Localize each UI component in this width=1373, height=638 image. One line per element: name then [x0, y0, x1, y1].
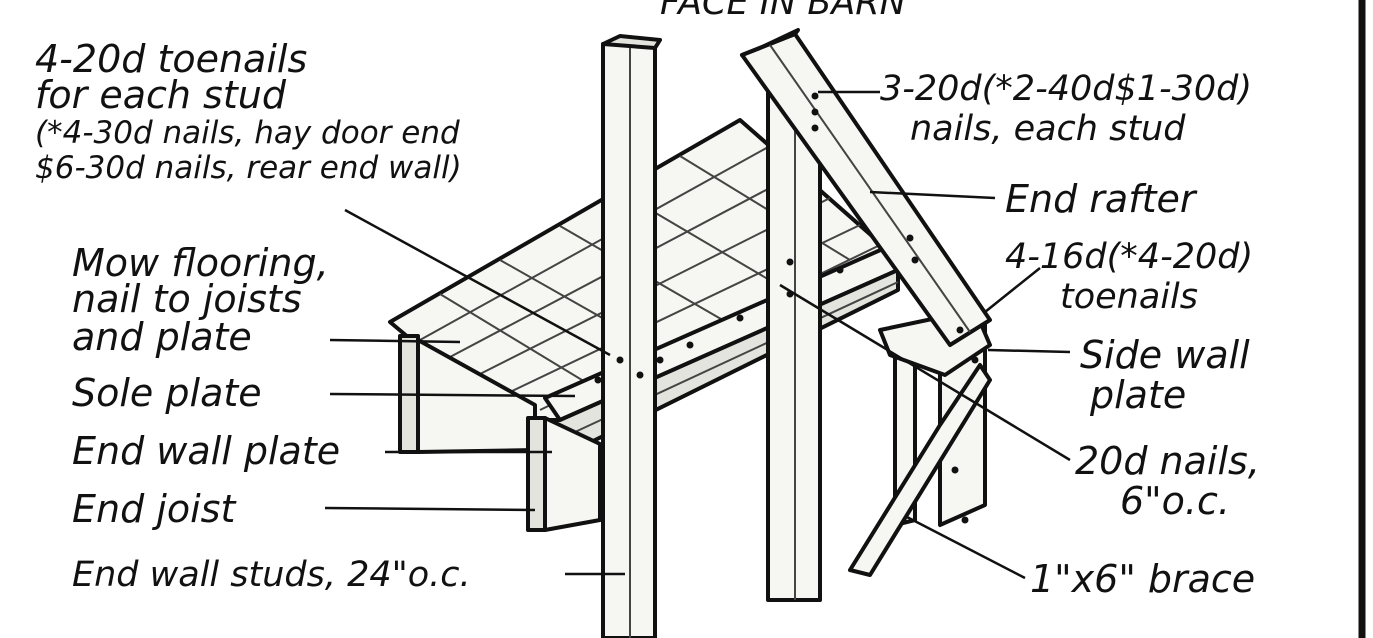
- header-title: FACE IN BARN: [660, 0, 906, 23]
- label-end-rafter: End rafter: [1005, 177, 1198, 221]
- svg-text:20d nails,: 20d nails,: [1075, 439, 1260, 483]
- label-nails-oc: 20d nails, 6"o.c.: [1075, 439, 1260, 523]
- svg-text:nail to joists: nail to joists: [72, 277, 302, 321]
- svg-text:$6-30d nails, rear end wall): $6-30d nails, rear end wall): [35, 150, 462, 186]
- label-brace: 1"x6" brace: [1030, 557, 1255, 601]
- svg-text:for each stud: for each stud: [35, 73, 287, 117]
- svg-text:nails, each stud: nails, each stud: [910, 109, 1186, 149]
- label-side-wall-plate: Side wall plate: [1080, 333, 1250, 417]
- label-sole-plate: Sole plate: [72, 371, 262, 415]
- label-toenails-16d: 4-16d(*4-20d) toenails: [1005, 237, 1253, 317]
- svg-text:plate: plate: [1089, 373, 1186, 417]
- left-stud-top: [601, 34, 662, 50]
- leader-lines: [324, 90, 1071, 580]
- svg-text:toenails: toenails: [1060, 277, 1198, 317]
- framing-drawing: [388, 28, 992, 638]
- end-joist-face: [543, 416, 602, 532]
- label-mow-flooring: Mow flooring, nail to joists and plate: [72, 241, 329, 359]
- svg-text:and plate: and plate: [72, 315, 252, 359]
- label-end-joist: End joist: [72, 487, 237, 531]
- diagonal-brace: [848, 363, 992, 577]
- label-end-wall-plate: End wall plate: [72, 429, 340, 473]
- svg-text:6"o.c.: 6"o.c.: [1120, 479, 1230, 523]
- svg-text:(*4-30d nails, hay door end: (*4-30d nails, hay door end: [35, 115, 460, 151]
- nail-marks: [594, 92, 979, 524]
- svg-text:3-20d(*2-40d$1-30d): 3-20d(*2-40d$1-30d): [880, 69, 1252, 109]
- svg-text:4-16d(*4-20d): 4-16d(*4-20d): [1005, 237, 1253, 277]
- svg-text:4-20d toenails: 4-20d toenails: [35, 37, 307, 81]
- label-toenails-stud: 4-20d toenails for each stud (*4-30d nai…: [35, 37, 462, 186]
- label-end-wall-studs: End wall studs, 24"o.c.: [72, 555, 471, 595]
- svg-text:Mow flooring,: Mow flooring,: [72, 241, 329, 285]
- end-joist-front: [526, 416, 547, 532]
- end-rafter-top: [740, 28, 800, 57]
- label-rafter-nails: 3-20d(*2-40d$1-30d) nails, each stud: [880, 69, 1252, 149]
- svg-text:Side wall: Side wall: [1080, 333, 1250, 377]
